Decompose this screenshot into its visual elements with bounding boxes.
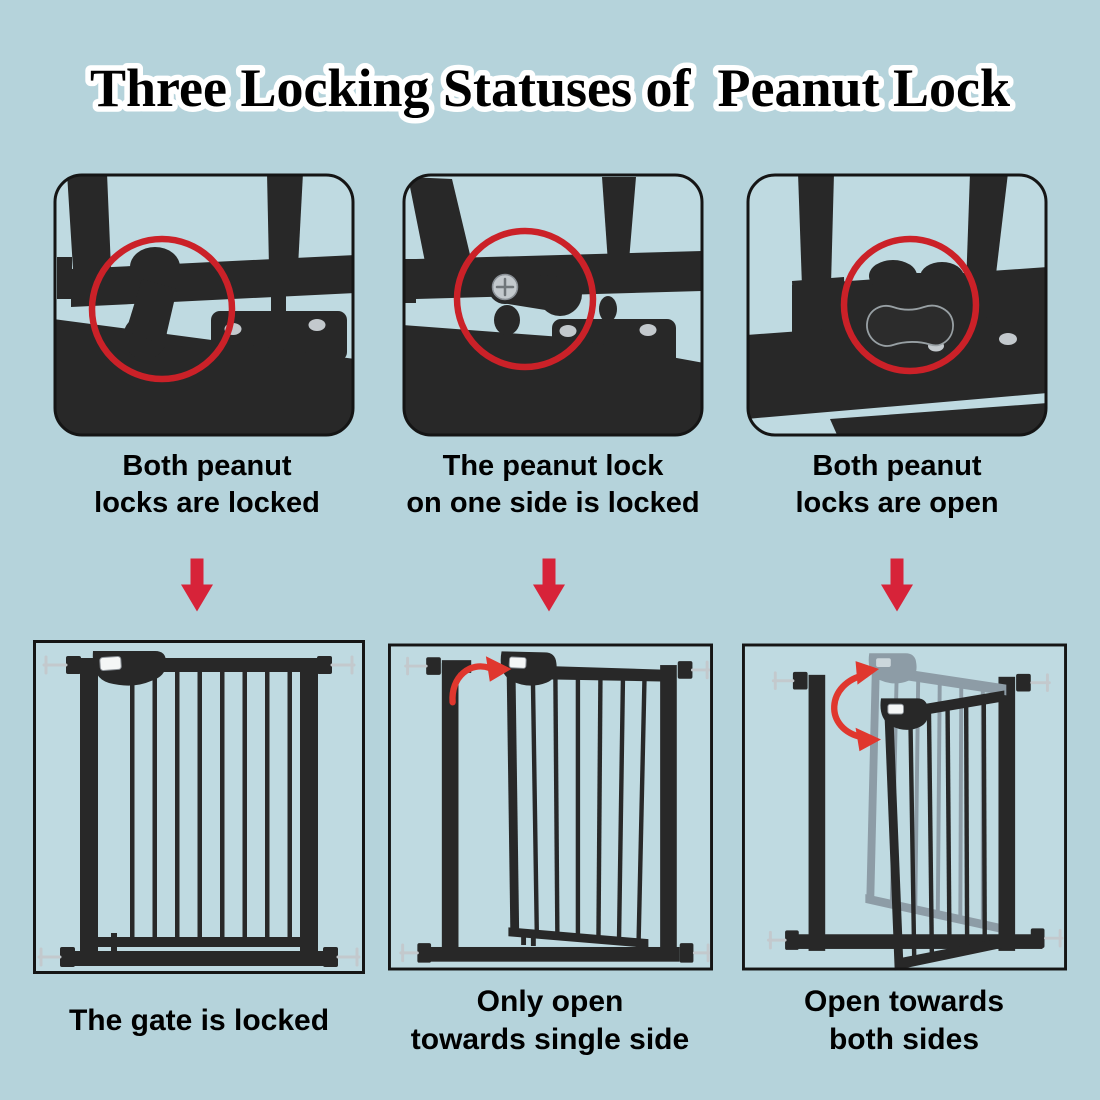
floor-pin — [111, 933, 117, 955]
page-title: Three Locking Statuses of Peanut Lock — [90, 58, 1010, 118]
photo-both-peanut-locks-open — [746, 173, 1048, 437]
handle-label — [876, 658, 891, 668]
caption-line: Only open — [476, 985, 624, 1018]
handle-label — [508, 656, 527, 669]
double-swing-arrow-icon — [831, 661, 882, 752]
pressure-mounts — [37, 655, 361, 967]
gate-bottom-rail — [508, 927, 649, 948]
mounting-plate — [986, 319, 1046, 361]
gate-bottom-rail — [896, 937, 1007, 970]
page-title-svg: Three Locking Statuses of Peanut Lock — [84, 53, 1015, 124]
caption-line: both sides — [828, 1023, 979, 1056]
diagram-gate-locked — [33, 640, 365, 974]
right-post — [267, 175, 303, 267]
lock-closeup-one-side-locked — [404, 177, 702, 435]
peanut-lock-open-top — [869, 260, 964, 292]
photo-both-peanut-locks-locked — [53, 173, 355, 437]
peanut-lock-vertical — [123, 266, 178, 359]
latch-knob — [599, 296, 617, 322]
right-post — [998, 676, 1016, 951]
caption-line: Both peanut — [122, 450, 292, 482]
gate-stile — [866, 656, 881, 902]
caption-line: on one side is locked — [406, 487, 700, 519]
lock-closeup-both-locked — [55, 175, 353, 435]
result-caption-open-single-side: Only open towards single side — [377, 980, 723, 1062]
bottom-rail — [404, 325, 702, 435]
swing-arrow-icon — [449, 656, 512, 706]
left-tab — [57, 257, 72, 299]
gate-handle — [500, 651, 557, 686]
gate-stile — [883, 700, 904, 971]
gate-handle — [92, 651, 167, 686]
diagram-gate-open-both-sides — [742, 643, 1067, 971]
screw-icon — [999, 333, 1017, 345]
left-post — [67, 175, 111, 269]
peanut-lock-horizontal — [488, 270, 582, 335]
left-post — [408, 177, 472, 267]
photo-peanut-lock-one-side-locked — [402, 173, 704, 437]
result-caption-gate-locked: The gate is locked — [26, 980, 372, 1062]
result-caption-open-both-sides: Open towards both sides — [731, 980, 1077, 1062]
highlight-circle-icon — [840, 235, 980, 375]
right-post — [660, 665, 677, 953]
gate-bars — [130, 672, 292, 945]
highlight-circle-icon — [453, 227, 597, 371]
gate-open-both-sides — [766, 653, 1064, 971]
solid-gate-panel — [880, 690, 1007, 971]
bottom-bar — [73, 951, 325, 966]
right-post — [602, 177, 636, 263]
screw-icon — [639, 324, 657, 336]
highlight-circle-icon — [88, 235, 236, 383]
down-arrow-icon — [881, 558, 913, 612]
caption-line: The gate is locked — [68, 1004, 330, 1037]
diagram-frame — [33, 640, 365, 974]
photo-frame — [746, 173, 1048, 437]
swung-gate-panel — [500, 651, 674, 948]
pressure-mounts — [766, 671, 1064, 950]
caption-line: Open towards — [803, 985, 1005, 1018]
caption-line: locks are open — [795, 487, 999, 519]
gate-top-rail — [792, 267, 1046, 333]
handle-label — [887, 703, 905, 715]
latch-post — [271, 291, 286, 317]
caption-line: towards single side — [410, 1023, 690, 1056]
diagram-gate-open-single-side — [388, 643, 713, 971]
down-arrow-icon — [181, 558, 213, 612]
photo-frame — [402, 173, 704, 437]
right-post — [300, 660, 318, 958]
handle-label — [99, 655, 122, 671]
down-arrow-icon — [533, 558, 565, 612]
gate-stile — [506, 655, 520, 934]
status-caption-both-open: Both peanut locks are open — [724, 444, 1070, 526]
gate-bottom-rail — [97, 937, 317, 947]
screw-icon — [308, 319, 326, 331]
caption-line: Both peanut — [812, 450, 982, 482]
left-post — [441, 663, 459, 953]
peanut-lock-open-outline — [866, 304, 954, 347]
status-caption-one-side-locked: The peanut lock on one side is locked — [380, 444, 726, 526]
bottom-strip — [830, 403, 1046, 435]
diagram-frame — [742, 643, 1067, 971]
left-post — [798, 175, 834, 287]
left-post — [80, 660, 98, 958]
gate-open-one-side — [399, 651, 712, 963]
caption-line: The peanut lock — [442, 450, 664, 482]
bottom-bar — [429, 946, 680, 962]
screw-icon — [559, 325, 577, 337]
closed-gate — [37, 651, 361, 967]
diagram-frame — [388, 643, 713, 971]
status-caption-both-locked: Both peanut locks are locked — [34, 444, 380, 526]
diagram-background — [743, 644, 1066, 970]
bottom-rail — [748, 313, 1046, 419]
left-post — [808, 674, 826, 951]
pressure-mounts — [399, 656, 712, 963]
lock-closeup-both-open — [748, 175, 1046, 435]
caption-line: locks are locked — [94, 487, 320, 519]
gate-bars — [530, 676, 647, 942]
right-post — [966, 175, 1008, 291]
photo-frame — [53, 173, 355, 437]
